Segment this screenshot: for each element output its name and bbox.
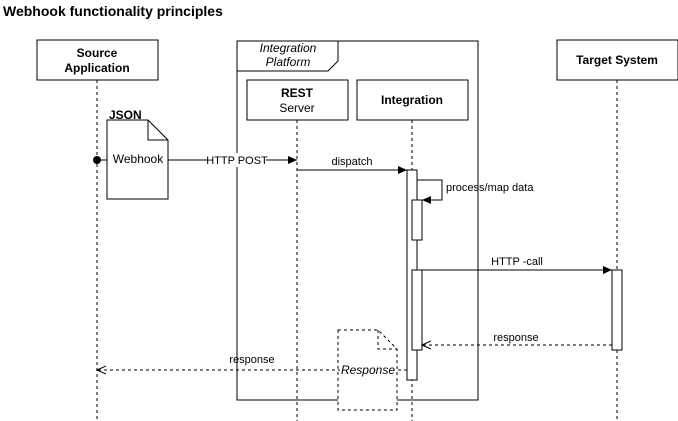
target-label: Target System — [576, 53, 658, 67]
platform-label-line2: Platform — [266, 55, 311, 69]
response-target-label: response — [493, 332, 538, 344]
response-document-label: Response — [341, 363, 395, 377]
target-system-box: Target System — [556, 39, 678, 81]
http-call-label: HTTP -call — [491, 256, 543, 268]
rest-server-box: REST Server — [246, 79, 349, 121]
target-activation — [611, 269, 623, 351]
http-post-label: HTTP POST — [206, 155, 268, 167]
process-map-label: process/map data — [446, 182, 534, 194]
response-source-label: response — [229, 354, 274, 366]
dispatch-label: dispatch — [332, 156, 373, 168]
integration-label: Integration — [381, 93, 443, 107]
integration-activation-call — [411, 269, 423, 351]
integration-activation-process — [411, 199, 423, 241]
dispatch-message: dispatch — [297, 156, 407, 174]
rest-label-line1: REST — [281, 86, 314, 100]
http-call-message: HTTP -call — [417, 256, 612, 274]
source-application-box: Source Application — [36, 39, 159, 81]
http-post-message: HTTP POST — [168, 153, 297, 167]
platform-label-line1: Integration — [260, 41, 317, 55]
response-target-message: response — [422, 332, 612, 345]
diagram-title: Webhook functionality principles — [3, 3, 223, 19]
json-label: JSON — [109, 108, 142, 122]
response-source-message: response — [97, 354, 407, 370]
source-label-line1: Source — [77, 46, 118, 60]
webhook-json-document: JSON Webhook — [106, 108, 169, 200]
integration-box: Integration — [356, 79, 469, 121]
webhook-label: Webhook — [113, 152, 164, 166]
process-map-message: process/map data — [417, 179, 534, 204]
rest-label-line2: Server — [279, 101, 314, 115]
source-label-line2: Application — [64, 61, 129, 75]
